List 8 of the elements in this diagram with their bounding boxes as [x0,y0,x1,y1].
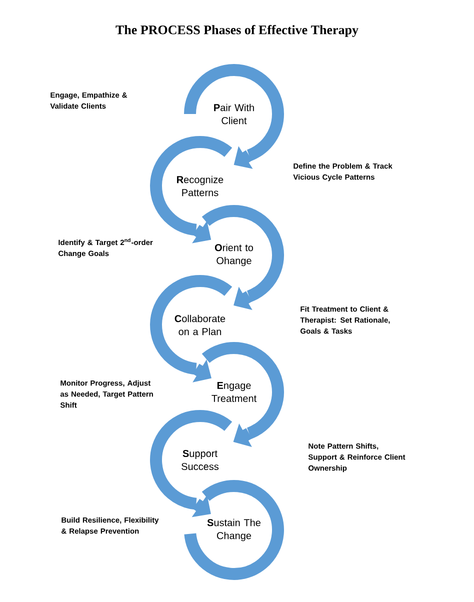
ring-arrow-step: Orient to Ohange [202,205,284,302]
ring-arrow-step: Support Success [150,410,232,510]
ring-arrow-step: Engage Treatment [202,342,284,439]
title: The PROCESS Phases of Effective Therapy [116,25,358,37]
ring-arrow-step: Recognize Patterns [150,136,232,236]
ring-arrow-step: Pair With Client [184,64,284,161]
ring-arrow-step: Sustain The Change [184,480,284,580]
ring-arrow-step: Collaborate on a Plan [150,275,232,375]
